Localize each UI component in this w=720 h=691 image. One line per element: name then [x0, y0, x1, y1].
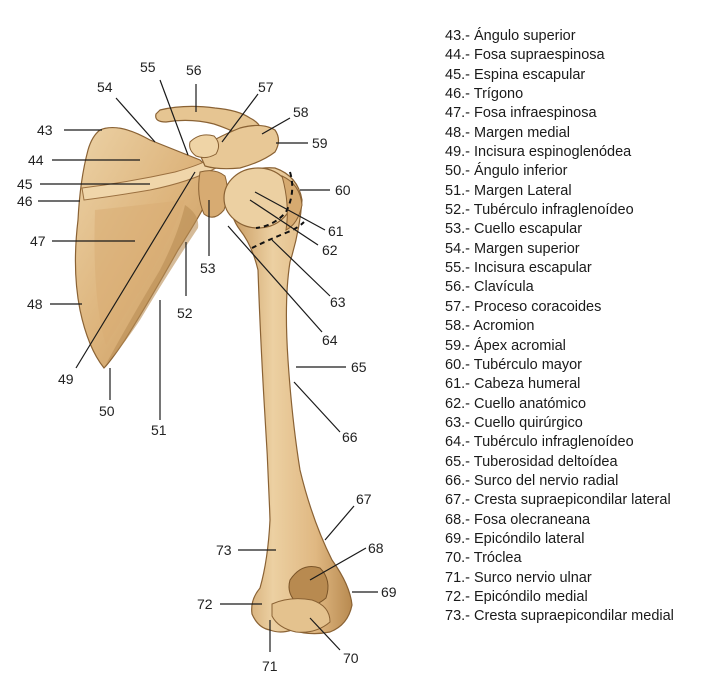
callout-51: 51 [151, 422, 167, 438]
legend-item: 65.- Tuberosidad deltoídea [445, 453, 618, 470]
legend-item: 58.- Acromion [445, 318, 535, 335]
legend-item: 57.- Proceso coracoides [445, 298, 602, 315]
callout-60: 60 [335, 182, 351, 198]
legend-item: 51.- Margen Lateral [445, 182, 572, 199]
anatomical-neck-line [255, 171, 294, 229]
legend-item: 55.- Incisura escapular [445, 260, 592, 277]
legend-item: 66.- Surco del nervio radial [445, 472, 619, 489]
scapula [74, 127, 217, 369]
glenoid-neck [198, 170, 228, 218]
surgical-neck-line [251, 221, 305, 249]
legend-item: 73.- Cresta supraepicondilar medial [445, 608, 674, 625]
callout-48: 48 [27, 296, 43, 312]
callout-66: 66 [342, 429, 358, 445]
legend-item: 72.- Epicóndilo medial [445, 588, 588, 605]
olecranon-fossa [288, 566, 329, 607]
legend-item: 63.- Cuello quirúrgico [445, 414, 583, 431]
legend-item: 44.- Fosa supraespinosa [445, 47, 605, 64]
callout-61: 61 [328, 223, 344, 239]
legend-item: 56.- Clavícula [445, 279, 534, 296]
humerus-shaft [229, 167, 353, 635]
callout-73: 73 [216, 542, 232, 558]
legend-item: 49.- Incisura espinoglenódea [445, 144, 632, 161]
legend-item: 71.- Surco nervio ulnar [445, 569, 592, 586]
callout-55: 55 [140, 59, 156, 75]
legend-list: 43.- Ángulo superior 44.- Fosa supraespin… [445, 27, 717, 627]
legend-item: 67.- Cresta supraepicondilar lateral [445, 492, 671, 509]
legend-item: 61.- Cabeza humeral [445, 376, 581, 393]
callout-50: 50 [99, 403, 115, 419]
callout-72: 72 [197, 596, 213, 612]
callout-44: 44 [28, 152, 44, 168]
callout-70: 70 [343, 650, 359, 666]
callout-47: 47 [30, 233, 46, 249]
acromion-coracoid [189, 124, 280, 218]
legend-item: 70.- Tróclea [445, 550, 522, 567]
legend-item: 62.- Cuello anatómico [445, 395, 587, 412]
lateral-border-shade [106, 205, 199, 364]
legend-item: 45.- Espina escapular [445, 66, 586, 83]
callout-53: 53 [200, 260, 216, 276]
infraspinous-fossa-shade [94, 200, 185, 345]
callout-49: 49 [58, 371, 74, 387]
leader-lines [38, 79, 378, 652]
callout-56: 56 [186, 62, 202, 78]
legend-item: 48.- Margen medial [445, 124, 570, 141]
greater-tubercle [281, 175, 303, 231]
legend-item: 46.- Trígono [445, 86, 524, 103]
callout-46: 46 [17, 193, 33, 209]
callout-58: 58 [293, 104, 309, 120]
callout-52: 52 [177, 305, 193, 321]
callout-43: 43 [37, 122, 53, 138]
callout-68: 68 [368, 540, 384, 556]
callout-62: 62 [322, 242, 338, 258]
callout-numbers: 43 44 45 46 47 48 49 50 51 52 53 54 55 5… [17, 59, 397, 674]
callout-65: 65 [351, 359, 367, 375]
legend-item: 69.- Epicóndilo lateral [445, 530, 585, 547]
legend-item: 68.- Fosa olecraneana [445, 511, 591, 528]
callout-54: 54 [97, 79, 113, 95]
legend-item: 53.- Cuello escapular [445, 221, 583, 238]
legend-item: 50.- Ángulo inferior [445, 163, 568, 180]
legend-item: 60.- Tubérculo mayor [445, 356, 583, 373]
legend-item: 54.- Margen superior [445, 240, 580, 257]
callout-69: 69 [381, 584, 397, 600]
callout-57: 57 [258, 79, 274, 95]
callout-45: 45 [17, 176, 33, 192]
callout-63: 63 [330, 294, 346, 310]
callout-59: 59 [312, 135, 328, 151]
legend-item: 59.- Ápex acromial [445, 337, 566, 354]
acromion [197, 124, 280, 170]
legend-item: 64.- Tubérculo infraglenoídeo [445, 434, 634, 451]
coracoid [189, 134, 220, 159]
legend-item: 43.- Ángulo superior [445, 28, 576, 44]
legend-item: 52.- Tubérculo infraglenoídeo [445, 202, 634, 219]
callout-71: 71 [262, 658, 278, 674]
callout-67: 67 [356, 491, 372, 507]
legend-item: 47.- Fosa infraespinosa [445, 105, 597, 122]
callout-64: 64 [322, 332, 338, 348]
humerus [223, 167, 353, 635]
